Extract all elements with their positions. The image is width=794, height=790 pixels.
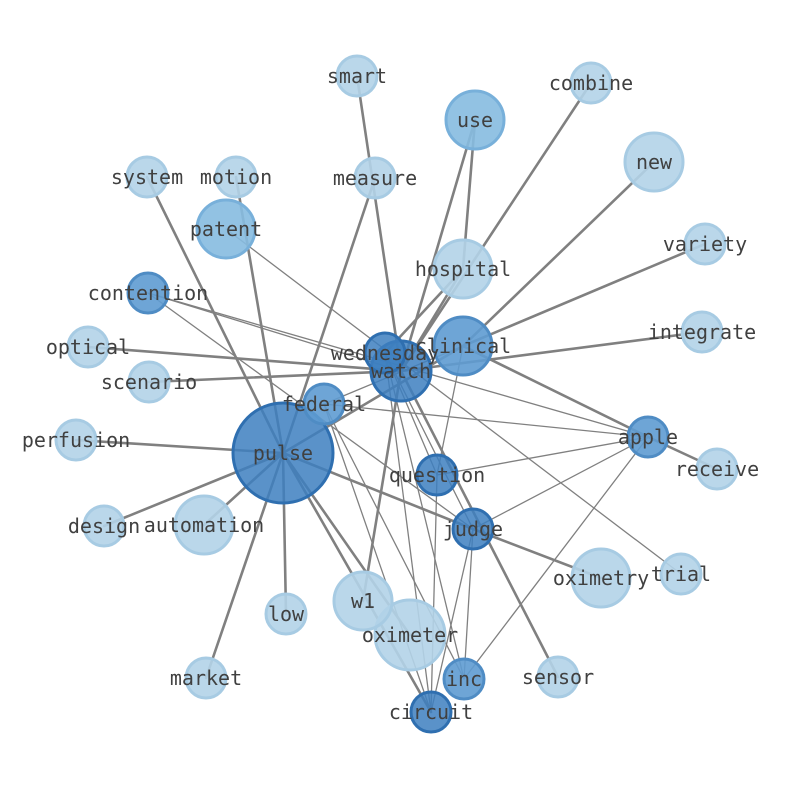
node-label-judge: judge [443,517,503,541]
node-label-combine: combine [549,71,633,95]
node-measure[interactable] [353,156,397,200]
node-system[interactable] [125,155,169,199]
edge-watch-optical [86,345,403,373]
node-label-trial: trial [651,562,711,586]
node-label-contention: contention [88,281,208,305]
node-label-patent: patent [190,217,262,241]
node-receive[interactable] [695,447,739,491]
node-patent[interactable] [195,198,257,260]
node-label-wednesday: wednesday [331,341,439,365]
node-federal[interactable] [302,382,346,426]
edge-inc-apple [463,436,649,680]
edge-watch-use [399,118,477,373]
node-design[interactable] [82,504,126,548]
node-label-hospital: hospital [415,257,511,281]
node-low[interactable] [264,592,308,636]
node-label-perfusion: perfusion [22,428,130,452]
edge-clinical-variety [461,242,707,348]
node-label-measure: measure [333,166,417,190]
node-pulse[interactable] [231,401,335,505]
node-use[interactable] [444,89,506,151]
node-smart[interactable] [335,54,379,98]
edge-question-circuit [430,474,438,713]
edge-patent-trial [225,228,682,575]
node-hospital[interactable] [432,238,494,300]
edge-federal-apple [323,403,649,438]
edge-watch-w1 [361,369,403,603]
node-judge[interactable] [451,507,495,551]
node-market[interactable] [184,656,228,700]
node-label-market: market [170,666,242,690]
node-label-new: new [636,150,673,174]
node-clinical[interactable] [432,315,494,377]
node-label-use: use [457,108,493,132]
node-scenario[interactable] [127,360,171,404]
node-layer [54,54,739,734]
node-contention[interactable] [126,271,170,315]
node-label-integrate: integrate [648,320,756,344]
node-label-motion: motion [200,165,272,189]
node-w1[interactable] [332,570,394,632]
node-label-oximetry: oximetry [553,566,649,590]
node-motion[interactable] [214,155,258,199]
edge-judge-apple [472,436,649,530]
node-label-w1: w1 [351,589,375,613]
node-inc[interactable] [442,657,486,701]
node-label-scenario: scenario [101,370,197,394]
edge-judge-circuit [430,528,474,713]
node-label-receive: receive [675,457,759,481]
node-label-clinical: clinical [415,334,511,358]
node-label-variety: variety [663,232,747,256]
edge-contention-watch [147,292,402,372]
node-label-oximeter: oximeter [362,623,458,647]
node-label-inc: inc [446,667,482,691]
node-circuit[interactable] [409,690,453,734]
node-automation[interactable] [173,494,235,556]
node-label-federal: federal [282,392,366,416]
node-sensor[interactable] [536,655,580,699]
edge-watch-smart [355,74,403,373]
node-label-low: low [268,602,305,626]
node-oximetry[interactable] [570,547,632,609]
node-label-optical: optical [46,335,130,359]
node-question[interactable] [415,453,459,497]
edge-question-apple [436,436,649,476]
node-label-question: question [389,463,485,487]
node-label-automation: automation [144,513,264,537]
node-label-sensor: sensor [522,665,594,689]
node-apple[interactable] [626,415,670,459]
node-label-circuit: circuit [389,700,473,724]
edge-clinical-apple [461,344,650,439]
edge-inc-judge [463,528,474,680]
node-label-pulse: pulse [253,441,313,465]
node-perfusion[interactable] [54,418,98,462]
node-oximeter[interactable] [373,598,447,672]
node-label-watch: watch [371,359,431,383]
node-combine[interactable] [569,61,613,105]
edge-clinical-new [461,160,656,348]
node-variety[interactable] [683,222,727,266]
node-label-smart: smart [327,64,387,88]
node-trial[interactable] [659,552,703,596]
edge-watch-scenario [147,369,403,384]
node-label-design: design [68,514,140,538]
node-label-system: system [111,165,183,189]
node-integrate[interactable] [680,310,724,354]
node-label-apple: apple [618,425,678,449]
node-wednesday[interactable] [363,331,407,375]
node-optical[interactable] [66,325,110,369]
edge-watch-combine [399,81,593,373]
node-new[interactable] [623,131,685,193]
